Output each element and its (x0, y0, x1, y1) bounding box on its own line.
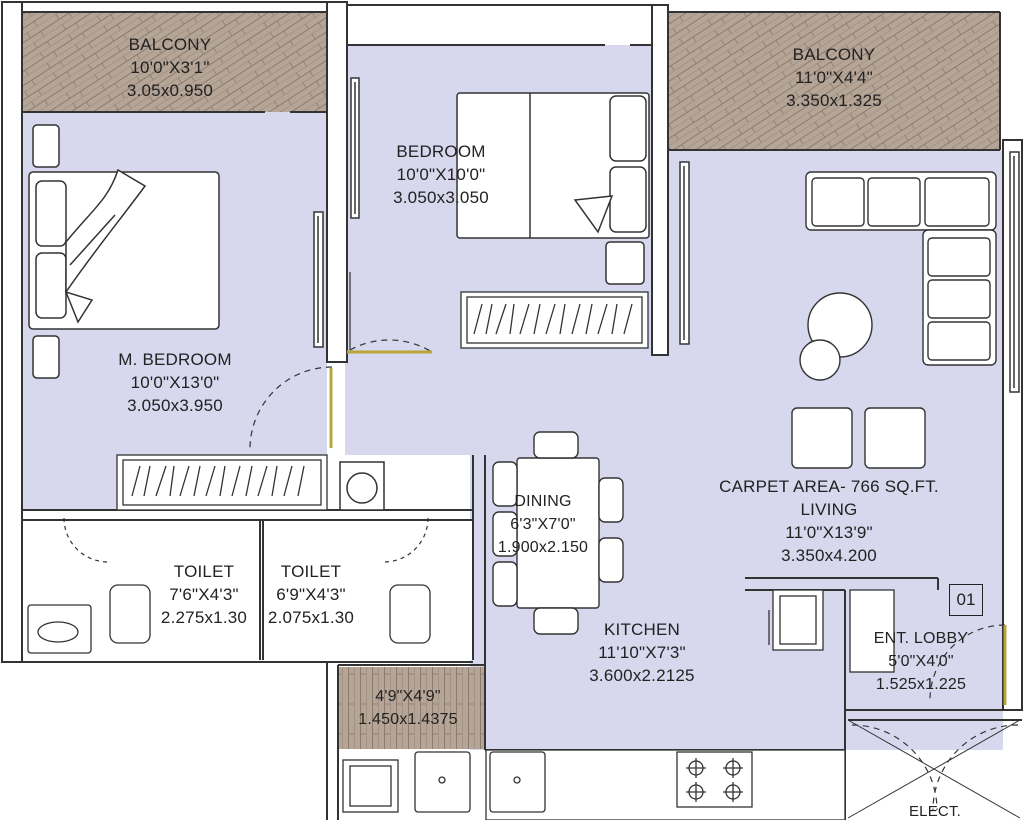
room-size-metric: 3.350x4.200 (781, 546, 877, 565)
room-name: KITCHEN (603, 620, 681, 639)
room-size-imperial: 10'0"X3'1" (130, 58, 210, 77)
toilet-right-floor (263, 520, 473, 660)
sofa-icon (805, 171, 997, 366)
utility-deck (338, 667, 485, 749)
room-name: TOILET (280, 562, 342, 581)
room-size-metric: 2.275x1.30 (160, 608, 248, 627)
room-size-metric: 1.450x1.4375 (358, 711, 458, 728)
double-bed-icon (456, 92, 650, 285)
utility-label: 4'9"X4'9" 1.450x1.4375 (358, 685, 457, 731)
elect-label: ELECT. (909, 800, 961, 820)
double-bed-icon (28, 124, 220, 379)
room-name: ELECT. (908, 803, 962, 820)
room-size-imperial: 7'6"X4'3" (169, 585, 239, 604)
entrance-label: ENT. LOBBY 5'0"X4'0" 1.525x1.225 (874, 627, 968, 696)
living-label: CARPET AREA- 766 SQ.FT. LIVING 11'0"X13'… (719, 475, 939, 567)
kitchen-label: KITCHEN 11'10"X7'3" 3.600x2.2125 (589, 618, 694, 687)
room-name: LIVING (800, 500, 858, 519)
unit-number-tag: 01 (949, 584, 983, 616)
wash-basin-icon (339, 461, 385, 511)
toilet-left-label: TOILET 7'6"X4'3" 2.275x1.30 (161, 560, 247, 629)
toilet-right-label: TOILET 6'9"X4'3" 2.075x1.30 (268, 560, 354, 629)
balcony-left-label: BALCONY 10'0"X3'1" 3.05x0.950 (127, 33, 213, 102)
wardrobe-icon (116, 454, 328, 511)
room-name: BALCONY (792, 45, 876, 64)
bedroom-label: BEDROOM 10'0"X10'0" 3.050x3.050 (393, 140, 489, 209)
kitchen-sink-icon (342, 751, 546, 813)
dining-label: DINING 6'3"X7'0" 1.900x2.150 (498, 490, 588, 559)
balcony-right-deck (667, 12, 1000, 150)
room-name: TOILET (173, 562, 235, 581)
room-name: DINING (514, 493, 572, 510)
elect-shaft (847, 719, 1021, 819)
master-bedroom-label: M. BEDROOM 10'0"X13'0" 3.050x3.950 (118, 348, 231, 417)
room-size-metric: 3.050x3.950 (127, 396, 223, 415)
room-size-imperial: 10'0"X13'0" (130, 373, 220, 392)
room-size-imperial: 6'9"X4'3" (276, 585, 346, 604)
room-size-metric: 1.900x2.150 (497, 539, 589, 556)
door-swing-icon (63, 272, 1019, 811)
room-size-imperial: 4'9"X4'9" (375, 688, 441, 705)
room-size-metric: 3.600x2.2125 (589, 666, 695, 685)
room-size-metric: 3.350x1.325 (786, 91, 882, 110)
balcony-left-deck (22, 12, 327, 112)
room-size-metric: 3.050x3.050 (393, 188, 489, 207)
wardrobe-icon (460, 291, 649, 349)
room-name: M. BEDROOM (118, 350, 232, 369)
room-size-imperial: 11'0"X4'4" (795, 68, 873, 87)
round-table-icon (791, 292, 926, 469)
gas-hob-icon (676, 751, 753, 808)
room-size-imperial: 10'0"X10'0" (396, 165, 486, 184)
room-name: BALCONY (128, 35, 212, 54)
room-size-imperial: 6'3"X7'0" (510, 516, 576, 533)
room-size-imperial: 5'0"X4'0" (888, 653, 954, 670)
room-name: ENT. LOBBY (873, 630, 969, 647)
windows (313, 77, 1020, 393)
room-size-metric: 3.05x0.950 (126, 81, 214, 100)
carpet-area: CARPET AREA- 766 SQ.FT. (719, 477, 939, 496)
room-name: BEDROOM (396, 142, 486, 161)
kitchen-units (485, 589, 895, 820)
room-size-metric: 2.075x1.30 (267, 608, 355, 627)
room-size-imperial: 11'0"X13'9" (785, 523, 873, 542)
dining-table-icon (492, 431, 624, 635)
room-size-metric: 1.525x1.225 (875, 676, 967, 693)
wc-icon (27, 584, 431, 654)
balcony-right-label: BALCONY 11'0"X4'4" 3.350x1.325 (786, 43, 882, 112)
room-size-imperial: 11'10"X7'3" (598, 643, 686, 662)
